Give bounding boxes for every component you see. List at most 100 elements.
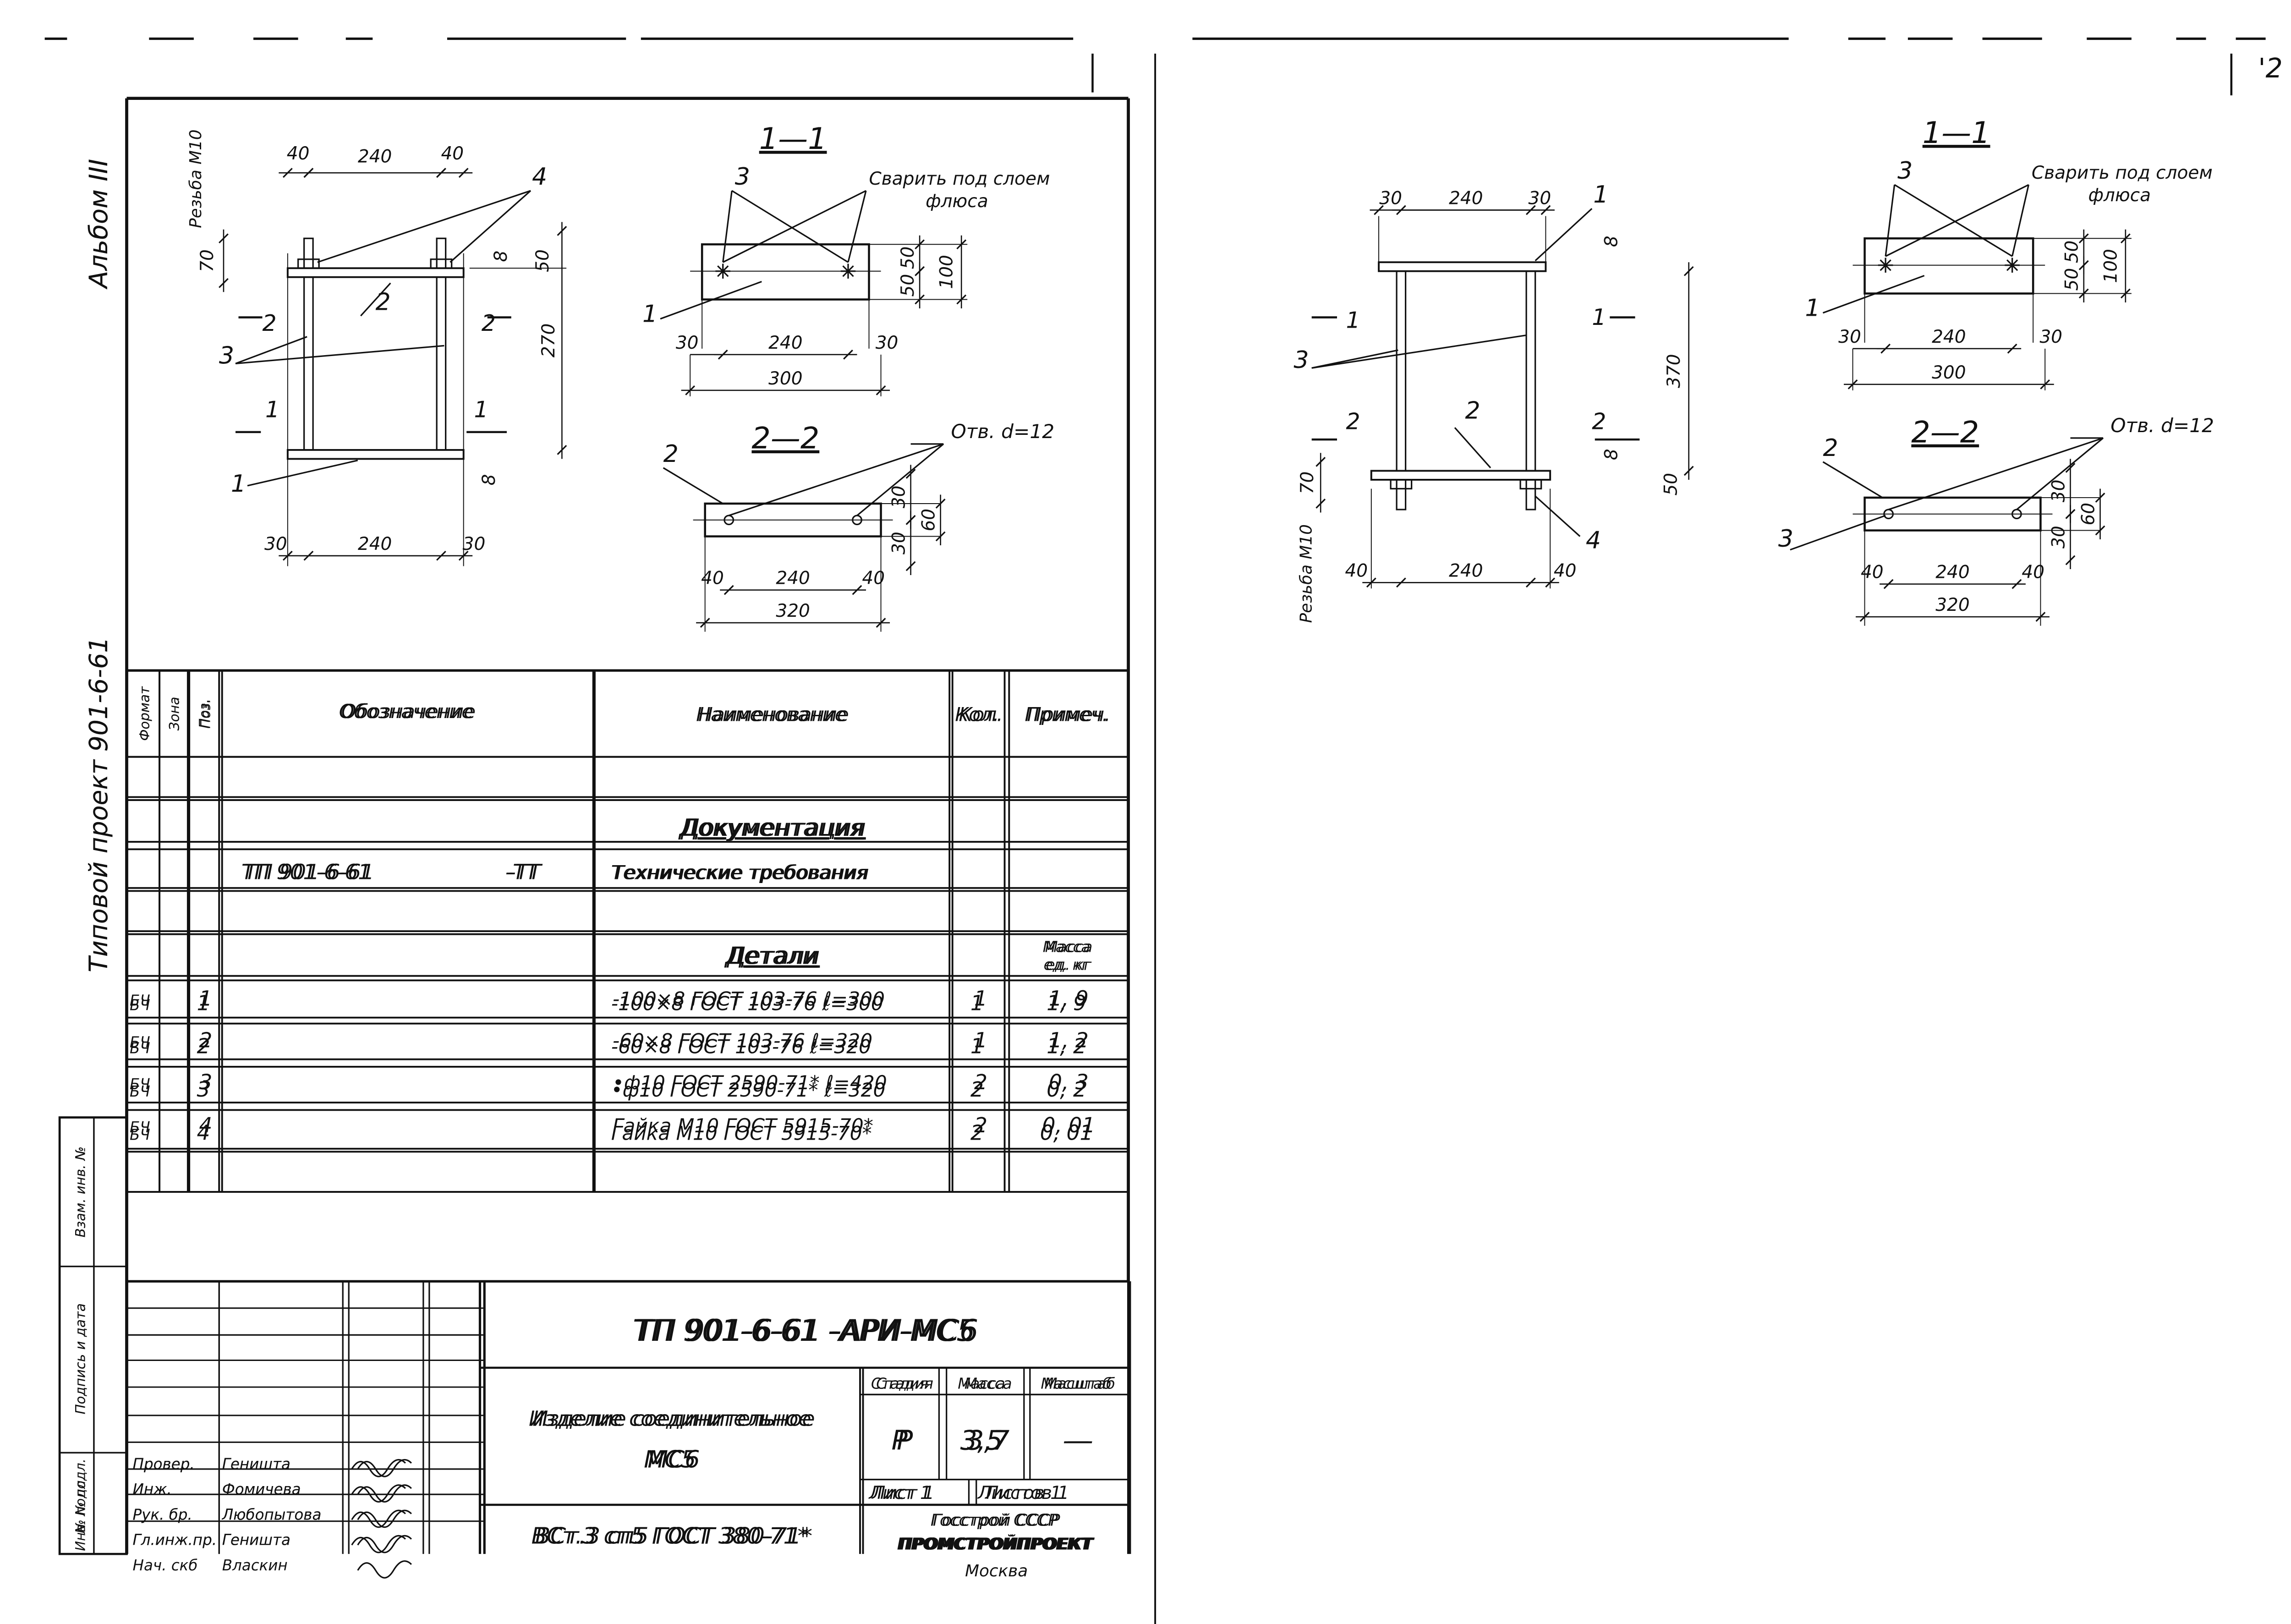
header-zone: Зона (166, 697, 182, 731)
stage-header: Стадия (871, 1375, 928, 1392)
dimension-value: 40 (1861, 562, 1884, 583)
scale-value: — (1063, 1425, 1090, 1456)
leader-line (856, 443, 944, 516)
thread-note: Резьба М10 (186, 129, 205, 228)
side-stamp-signature: Подпись и дата (72, 1303, 88, 1414)
leader-line (317, 190, 531, 263)
sheet-count: Листов 1 (984, 1483, 1069, 1503)
dimension-value: 100 (2100, 249, 2121, 283)
row-pos: 4 (199, 1113, 212, 1137)
stage-value: Р (892, 1425, 908, 1456)
dimension-value: 240 (1449, 560, 1483, 581)
leader-line (1790, 515, 1886, 551)
sheet-number: Лист 1 (868, 1483, 932, 1503)
staff-name: Любопытова (222, 1506, 322, 1523)
header-pos: Поз. (198, 699, 214, 729)
dimension-value: 50 (898, 247, 918, 269)
org-name: ПРОМСТРОЙПРОЕКТ (899, 1534, 1095, 1553)
dimension-tick (2095, 493, 2105, 503)
header-note: Примеч. (1027, 703, 1110, 726)
dimension-tick (557, 445, 567, 455)
page-number: '2 (2258, 53, 2282, 84)
mass-header: Масса (965, 1375, 1012, 1392)
position-label: 1 (1593, 181, 1608, 208)
mass-value: 3,5 (960, 1425, 1003, 1456)
row-pos: 2 (197, 1034, 210, 1059)
row-qty: 1 (970, 991, 984, 1015)
leader-line (1311, 349, 1398, 369)
dimension-value: 50 (2062, 241, 2083, 263)
org-name: Госстрой СССР (933, 1511, 1060, 1530)
material-spec: ВСт.3 сп5 ГОСТ 380-71* (535, 1523, 812, 1549)
header-qty: Кол. (959, 703, 1003, 726)
drawing-code: ТП 901-6-61 -АРИ-МС6 (636, 1314, 979, 1348)
dimension-tick (723, 585, 734, 595)
header-designation: Обозначение (339, 700, 473, 723)
row-qty: 2 (974, 1070, 987, 1094)
nut (1390, 479, 1413, 490)
rod (1396, 270, 1407, 472)
row-qty: 1 (974, 1028, 987, 1053)
doc-designation: ТП 901-6-61 (244, 860, 374, 884)
dimension-value: 40 (2022, 562, 2044, 583)
weld-mark (1878, 258, 1893, 273)
leader-line (2016, 437, 2104, 510)
row-name: -60×8 ГОСТ 103-76 ℓ=320 (611, 1036, 871, 1058)
dimension-value: 240 (1935, 562, 1970, 583)
plate-section (701, 243, 870, 301)
dimension-tick (436, 550, 446, 561)
dimension-value: 240 (768, 333, 803, 353)
header-name: Наименование (696, 703, 847, 726)
leader-line (1311, 334, 1527, 369)
row-format: БЧ (130, 1083, 150, 1100)
rod (303, 276, 314, 451)
dimension-tick (1545, 577, 1556, 588)
plate-top (1378, 261, 1547, 272)
dimension-tick (915, 239, 925, 250)
row-format: БЧ (130, 1040, 150, 1057)
dimension-value: 8 (491, 251, 511, 262)
row-format: БЧ (130, 992, 150, 1010)
dimension-tick (282, 168, 293, 178)
row-name: •ф10 ГОСТ 2590-71* ℓ=420 (613, 1071, 887, 1094)
dimension-value: 30 (2039, 327, 2062, 347)
section-mark: 1 (474, 396, 488, 422)
leader-line (1888, 437, 2104, 510)
plate-top (286, 267, 465, 278)
row-pos: 3 (199, 1070, 212, 1094)
dimension-tick (876, 385, 886, 395)
weld-note: Сварить под слоем (869, 169, 1050, 189)
dimension-value: 40 (1554, 560, 1577, 581)
dimension-value: 240 (776, 568, 810, 589)
product-code: МС5 (644, 1446, 696, 1474)
dimension-tick (557, 226, 567, 236)
row-name: -100×8 ГОСТ 103-76 ℓ=300 (611, 992, 883, 1015)
dimension-value: 30 (264, 534, 287, 554)
dimension-tick (905, 469, 916, 479)
row-name: -60×8 ГОСТ 103-76 ℓ=320 (613, 1030, 872, 1052)
staff-role: Рук. бр. (133, 1506, 192, 1523)
dimension-value: 70 (197, 249, 218, 272)
staff-name: Геништа (222, 1455, 290, 1473)
section-parts: Детали (726, 943, 820, 970)
weld-mark (840, 263, 856, 279)
dimension-tick (685, 385, 696, 395)
mass-header: Масса (1043, 938, 1091, 956)
dimension-tick (852, 585, 862, 595)
leader-line (1822, 274, 1925, 314)
row-pos: 1 (199, 987, 212, 1011)
dimension-tick (2120, 233, 2131, 244)
dimension-tick (1847, 379, 1858, 390)
stage-header: Стадия (876, 1375, 933, 1392)
dimension-tick (303, 550, 314, 561)
dimension-value: 100 (937, 255, 957, 289)
dimension-tick (1683, 266, 1694, 276)
position-label: 2 (663, 440, 679, 468)
position-label: 3 (1293, 346, 1309, 374)
position-label: 2 (375, 288, 390, 316)
dimension-tick (2040, 379, 2050, 390)
dimension-value: 30 (2048, 480, 2069, 503)
